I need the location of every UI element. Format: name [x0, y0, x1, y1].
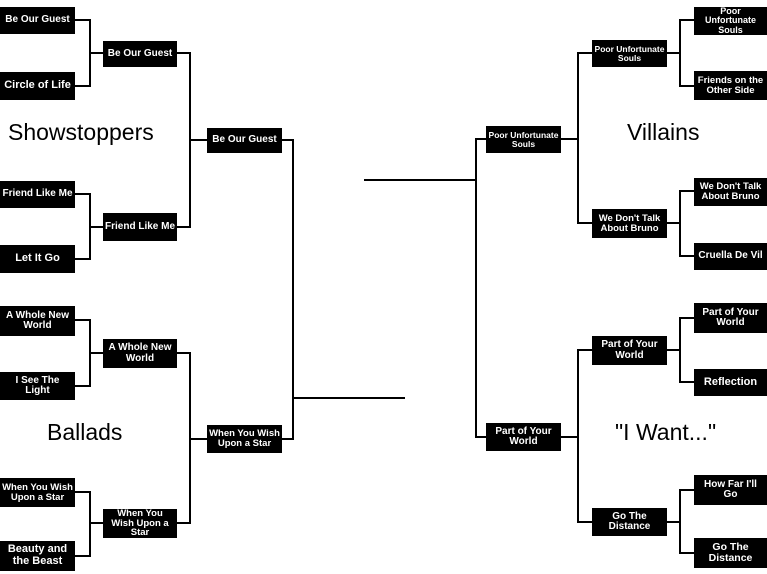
left-round1-slot-3: Friend Like Me: [0, 181, 75, 208]
left-r2-connector-2: [177, 352, 207, 524]
left-r1-connector-3: [75, 319, 103, 387]
left-round2-slot-3: A Whole New World: [103, 339, 177, 368]
left-round3-slot-2: When You Wish Upon a Star: [207, 425, 282, 453]
left-round1-slot-1: Be Our Guest: [0, 7, 75, 34]
right-round1-slot-7: How Far I'll Go: [694, 475, 767, 505]
right-round1-slot-6: Reflection: [694, 369, 767, 396]
left-r2-connector-1: [177, 52, 207, 228]
left-round2-slot-2: Friend Like Me: [103, 213, 177, 241]
left-round1-slot-5: A Whole New World: [0, 306, 75, 336]
right-round3-slot-1: Poor Unfortunate Souls: [486, 126, 561, 153]
right-round2-slot-3: Part of Your World: [592, 336, 667, 365]
left-r1-connector-4: [75, 491, 103, 557]
left-round1-slot-7: When You Wish Upon a Star: [0, 478, 75, 507]
right-r1-connector-2: [667, 190, 694, 257]
right-round1-slot-8: Go The Distance: [694, 538, 767, 568]
right-round1-slot-2: Friends on the Other Side: [694, 71, 767, 100]
right-r2-connector-1: [561, 52, 592, 224]
right-round1-slot-1: Poor Unfortunate Souls: [694, 6, 767, 35]
left-round1-slot-8: Beauty and the Beast: [0, 541, 75, 571]
left-round2-slot-4: When You Wish Upon a Star: [103, 508, 177, 538]
left-r1-connector-1: [75, 19, 103, 87]
right-r3-connector: [364, 138, 486, 438]
left-r1-connector-2: [75, 193, 103, 260]
left-round2-slot-1: Be Our Guest: [103, 41, 177, 67]
left-round1-slot-4: Let It Go: [0, 245, 75, 273]
right-round3-slot-2: Part of Your World: [486, 423, 561, 451]
left-r3-connector: [282, 139, 405, 440]
region-title-showstoppers: Showstoppers: [8, 119, 154, 145]
right-r1-connector-4: [667, 489, 694, 554]
right-round1-slot-5: Part of Your World: [694, 303, 767, 333]
right-r1-connector-3: [667, 317, 694, 383]
right-round1-slot-3: We Don't Talk About Bruno: [694, 178, 767, 206]
region-title-ballads: Ballads: [47, 419, 123, 445]
region-title-villains: Villains: [627, 119, 700, 145]
right-round2-slot-1: Poor Unfortunate Souls: [592, 40, 667, 67]
right-r1-connector-1: [667, 19, 694, 87]
right-r2-connector-2: [561, 349, 592, 523]
right-round2-slot-2: We Don't Talk About Bruno: [592, 209, 667, 238]
left-round1-slot-6: I See The Light: [0, 372, 75, 400]
left-round1-slot-2: Circle of Life: [0, 72, 75, 100]
right-round2-slot-4: Go The Distance: [592, 508, 667, 536]
left-round3-slot-1: Be Our Guest: [207, 128, 282, 153]
region-title-i-want: "I Want...": [615, 419, 717, 445]
right-round1-slot-4: Cruella De Vil: [694, 243, 767, 270]
